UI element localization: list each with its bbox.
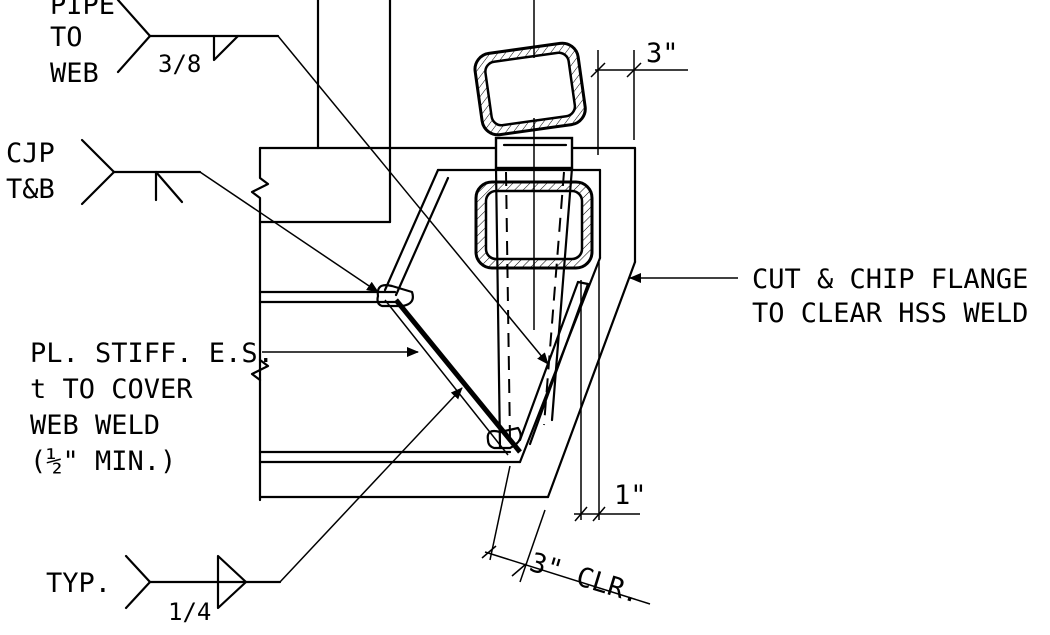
stiffener-note: PL. STIFF. E.S. t TO COVER WEB WELD (½" … [30,338,419,477]
cut-chip-label-line1: CUT & CHIP FLANGE [752,264,1028,295]
stiffener-label-line3: WEB WELD [30,410,160,441]
weld-bead-lower [486,426,522,450]
weld-symbol-pipe-to-web: PIPE TO WEB 3/8 [50,0,549,365]
hss-top-tilted [473,41,587,137]
pipe-to-web-label-line2: TO [50,22,83,53]
cut-chip-label-line2: TO CLEAR HSS WELD [752,298,1028,329]
cjp-label-line1: CJP [6,138,55,169]
pipe-to-web-label-line1: PIPE [50,0,115,21]
typ-label: TYP. [46,568,111,599]
typ-weld-size: 1/4 [168,598,211,626]
pipe-weld-size: 3/8 [158,50,201,78]
weld-bead-upper [376,284,414,308]
cut-chip-note: CUT & CHIP FLANGE TO CLEAR HSS WELD [629,264,1028,329]
beam-outline [250,0,637,502]
dimension-clearance-label: 3" CLR. [526,547,644,610]
stiffener-label-line4: (½" MIN.) [30,446,176,477]
stiffener-label-line2: t TO COVER [30,374,193,405]
weld-symbol-cjp: CJP T&B [6,138,379,293]
dimension-top-gap: 3" [590,38,688,155]
cjp-label-line2: T&B [6,174,55,205]
dimension-side-gap-label: 1" [614,480,647,511]
dimension-side-gap: 1" [574,262,647,522]
pipe-through-beam [494,0,574,450]
dimension-top-gap-label: 3" [646,38,679,69]
weld-symbol-typical: TYP. 1/4 [46,387,463,626]
stiffener-plate-right [518,280,590,446]
pipe-to-web-label-line3: WEB [50,58,99,89]
stiffener-label-line1: PL. STIFF. E.S. [30,338,274,369]
